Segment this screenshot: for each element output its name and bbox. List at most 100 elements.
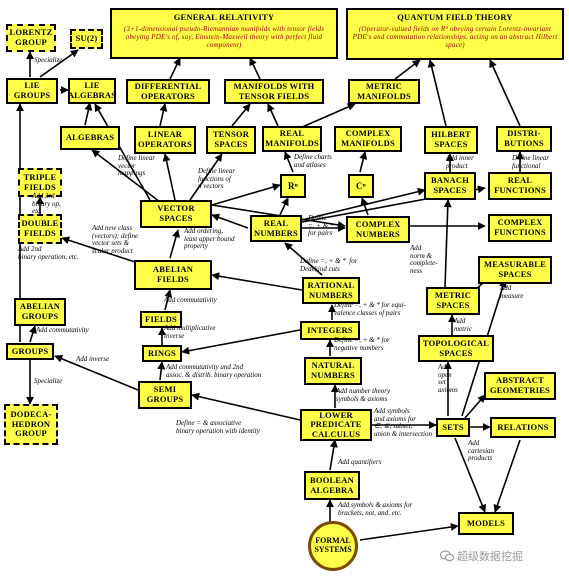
node-abstract-geometries-label: ABSTRACT GEOMETRIES bbox=[489, 375, 551, 395]
node-lorentz-group-label: LORENTZ GROUP bbox=[9, 27, 53, 47]
edge-cn-complexman bbox=[359, 151, 368, 173]
edge-label-define-dedekind: Define =, + & * for Dedekind cuts bbox=[300, 257, 358, 273]
node-relations: RELATIONS bbox=[490, 417, 556, 438]
edge-label-add-symbols-brackets: Add symbols & axioms for brackets, not, … bbox=[338, 501, 413, 517]
node-complex-functions: COMPLEX FUNCTIONS bbox=[488, 214, 552, 242]
node-abstract-geometries: ABSTRACT GEOMETRIES bbox=[484, 372, 556, 400]
edge-vs-tensor bbox=[189, 153, 223, 201]
edge-label-specialize-bottom: Specialize bbox=[34, 377, 63, 385]
node-real-manifolds: REAL MANIFOLDS bbox=[262, 126, 322, 152]
edge-label-define-linear-functional: Define linear functional bbox=[512, 154, 550, 170]
edge-label-add-ordering: Add ordering, least upper bound property bbox=[184, 227, 235, 251]
edge-boolean-lpc bbox=[329, 439, 338, 471]
node-general-relativity: GENERAL RELATIVITY (3+1-dimensional pseu… bbox=[110, 8, 338, 59]
node-abelian-fields-label: ABELIAN FIELDS bbox=[152, 264, 194, 284]
node-groups: GROUPS bbox=[6, 343, 54, 360]
node-complex-numbers-label: COMPLEX NUMBERS bbox=[355, 218, 401, 239]
node-double-fields: DOUBLE FIELDS bbox=[18, 214, 62, 244]
node-distributions-label: DISTRI- BUTIONS bbox=[504, 128, 544, 148]
node-semi-groups: SEMI GROUPS bbox=[138, 381, 192, 409]
edge-label-add-2nd-binary-op: Add 2nd binary operation, etc. bbox=[18, 245, 79, 261]
edge-label-add-commutativity-groups: Add commutativity bbox=[36, 326, 89, 334]
edge-label-specialize-top: Specialize bbox=[34, 56, 63, 64]
edge-label-add-quantifiers: Add quantifiers bbox=[338, 458, 382, 466]
edge-label-add-commutativity-fields: Add commutativity bbox=[164, 296, 217, 304]
node-topological-spaces-label: TOPOLOGICAL SPACES bbox=[422, 337, 490, 358]
node-rings-label: RINGS bbox=[148, 347, 176, 358]
node-rings: RINGS bbox=[142, 345, 182, 362]
node-differential-operators: DIFFERENTIAL OPERATORS bbox=[126, 79, 210, 104]
node-hilbert-spaces-label: HILBERT SPACES bbox=[431, 129, 471, 149]
edge-label-add-number-theory: Add number theory symbols & axioms bbox=[336, 387, 391, 403]
edge-label-add-commutativity-2nd-op: Add commutativity and 2nd assoc. & distr… bbox=[166, 363, 262, 379]
node-metric-manifolds-label: METRIC MANIFOLDS bbox=[357, 80, 411, 101]
node-complex-functions-label: COMPLEX FUNCTIONS bbox=[494, 217, 546, 237]
edge-label-define-charts: Define charts and atlases bbox=[294, 153, 332, 169]
edge-label-define-negative-numbers: Define =, + & * for negative numbers bbox=[334, 336, 390, 352]
node-real-numbers-label: REAL NUMBERS bbox=[254, 217, 298, 238]
edge-sets-abstract-geom bbox=[464, 394, 486, 419]
node-lie-algebras: LIE ALGEBRAS bbox=[68, 78, 116, 104]
node-quantum-field-theory-sub: (Operator-valued fields on R⁴ obeying ce… bbox=[352, 24, 558, 49]
node-su2: SU(2) bbox=[70, 29, 103, 49]
node-integers: INTEGERS bbox=[300, 321, 360, 340]
edge-label-add-norm: Add norm & complete- ness bbox=[410, 244, 438, 276]
edge-label-define-ops-pairs-reals: Define =, + & * for pairs bbox=[308, 214, 334, 238]
node-metric-spaces: METRIC SPACES bbox=[426, 287, 480, 315]
node-lie-algebras-label: LIE ALGEBRAS bbox=[67, 80, 117, 100]
node-natural-numbers-label: NATURAL NUMBERS bbox=[311, 360, 355, 380]
edge-label-define-equivalence-classes: Define =, + & * for equi- valence classe… bbox=[334, 301, 406, 317]
node-vector-spaces: VECTOR SPACES bbox=[140, 200, 212, 228]
edge-abfields-vs bbox=[169, 229, 180, 259]
edge-diffop-gr bbox=[169, 57, 181, 80]
node-real-numbers: REAL NUMBERS bbox=[250, 215, 302, 242]
node-quantum-field-theory-title: QUANTUM FIELD THEORY bbox=[397, 12, 513, 22]
watermark: 超级数据挖掘 bbox=[440, 548, 523, 564]
edge-label-add-symbols-set-union: Add symbols and axioms for ∈, ⊆, subset,… bbox=[374, 407, 432, 439]
edge-rationals-reals bbox=[284, 242, 323, 276]
edge-realman-metricman bbox=[299, 103, 356, 129]
edge-label-define-linear-mappings: Define linear vector mappings bbox=[118, 154, 156, 178]
node-models: MODELS bbox=[458, 512, 514, 535]
node-natural-numbers: NATURAL NUMBERS bbox=[304, 357, 362, 385]
node-sets-label: SETS bbox=[442, 421, 464, 432]
node-dodecahedron-group: DODECA- HEDRON GROUP bbox=[4, 404, 58, 445]
node-banach-spaces-label: BANACH SPACES bbox=[430, 175, 470, 195]
node-rational-numbers-label: RATIONAL NUMBERS bbox=[307, 279, 355, 300]
node-lie-groups: LIE GROUPS bbox=[6, 78, 58, 104]
node-boolean-algebra: BOOLEAN ALGEBRA bbox=[304, 471, 360, 500]
node-measurable-spaces: MEASURABLE SPACES bbox=[478, 256, 552, 284]
edge-reals-vs bbox=[211, 213, 249, 229]
node-relations-label: RELATIONS bbox=[497, 421, 549, 432]
edge-formal-models bbox=[359, 523, 459, 541]
node-metric-manifolds: METRIC MANIFOLDS bbox=[348, 79, 420, 104]
node-manifolds-tensor-fields-label: MANIFOLDS WITH TENSOR FIELDS bbox=[233, 80, 315, 101]
edge-mwtf-gr bbox=[249, 57, 261, 80]
edge-rationals-abfields bbox=[211, 272, 303, 291]
node-boolean-algebra-label: BOOLEAN ALGEBRA bbox=[310, 474, 354, 495]
node-metric-spaces-label: METRIC SPACES bbox=[434, 290, 472, 310]
node-distributions: DISTRI- BUTIONS bbox=[496, 126, 552, 152]
node-models-label: MODELS bbox=[466, 517, 506, 528]
edge-reals-rn bbox=[279, 197, 289, 216]
node-fields-label: FIELDS bbox=[145, 313, 177, 324]
watermark-text: 超级数据挖掘 bbox=[457, 550, 523, 563]
edge-lpc-semigroups bbox=[191, 392, 301, 421]
edge-label-add-inner-product: Add inner product bbox=[446, 154, 474, 170]
node-complex-numbers: COMPLEX NUMBERS bbox=[346, 216, 410, 243]
edge-label-define-associative-op: Define = & associative binary operation … bbox=[176, 419, 260, 435]
node-formal-systems-label: FORMAL SYSTEMS bbox=[314, 536, 352, 554]
edge-abfields-double bbox=[61, 236, 136, 263]
edge-metric-banach bbox=[443, 199, 452, 288]
node-general-relativity-title: GENERAL RELATIVITY bbox=[173, 12, 275, 22]
node-algebras: ALGEBRAS bbox=[60, 126, 120, 150]
node-tensor-spaces: TENSOR SPACES bbox=[206, 126, 256, 154]
node-linear-operators-label: LINEAR OPERATORS bbox=[138, 129, 192, 149]
node-algebras-label: ALGEBRAS bbox=[65, 132, 115, 143]
edge-realman-mwtf bbox=[267, 103, 279, 127]
node-abelian-fields: ABELIAN FIELDS bbox=[134, 260, 212, 290]
node-real-manifolds-label: REAL MANIFOLDS bbox=[265, 128, 319, 148]
node-rn: Rⁿ bbox=[280, 174, 306, 198]
